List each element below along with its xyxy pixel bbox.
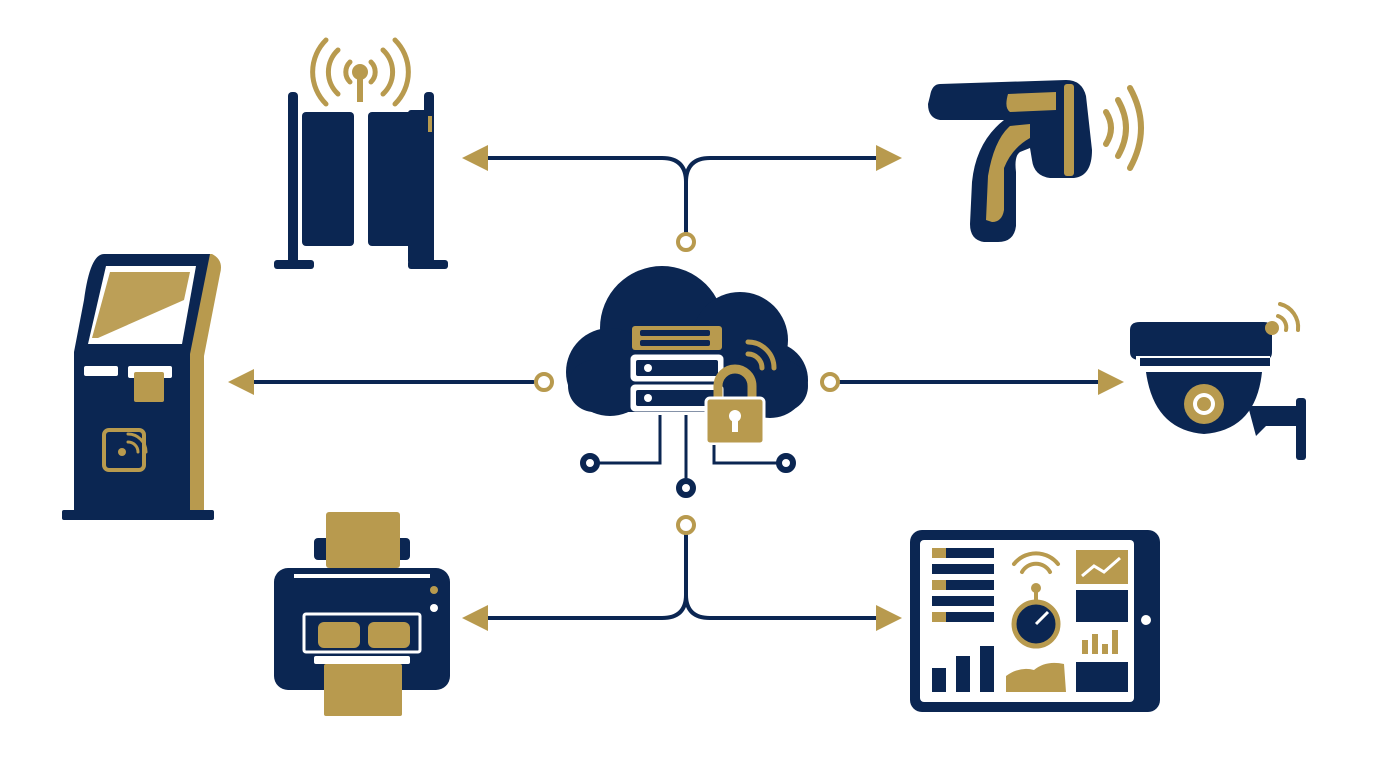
node-right [820, 372, 840, 392]
node-top [676, 232, 696, 252]
connector-bottom [483, 533, 880, 620]
printer-icon [274, 512, 450, 716]
arrow-to-gate [462, 145, 488, 171]
circuit-traces [594, 415, 778, 478]
arrow-to-printer [462, 605, 488, 631]
arrow-to-tablet [876, 605, 902, 631]
arrow-to-camera [1098, 369, 1124, 395]
wireless-signal-icon [745, 339, 777, 371]
node-left [534, 372, 554, 392]
arrow-to-kiosk [228, 369, 254, 395]
padlock-icon [704, 364, 766, 446]
dome-camera-icon [1130, 302, 1306, 460]
handheld-scanner-icon [928, 80, 1144, 242]
connector-top [483, 156, 880, 234]
cloud-server-lock-icon [566, 266, 808, 498]
rfid-security-gate-icon [274, 37, 448, 269]
server-stack-icon [630, 326, 724, 412]
circuit-nodes [580, 453, 796, 498]
arrow-to-scanner [876, 145, 902, 171]
analytics-tablet-icon [910, 530, 1160, 712]
connector-nodes [534, 232, 840, 535]
node-bottom [676, 515, 696, 535]
arrowheads [228, 145, 1124, 631]
kiosk-icon [62, 254, 221, 520]
connectors [246, 156, 1106, 620]
